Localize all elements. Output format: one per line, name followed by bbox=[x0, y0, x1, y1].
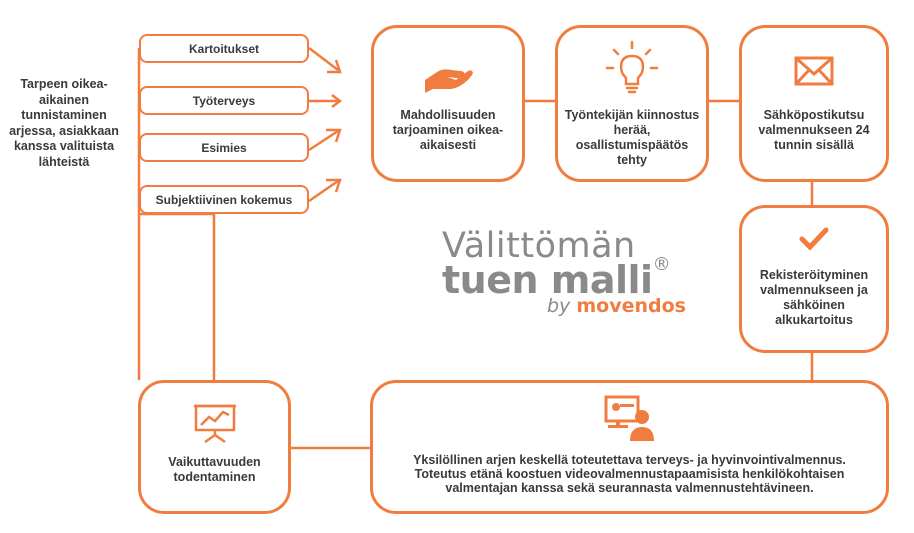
step-register-text: Rekisteröityminen valmennukseen ja sähkö… bbox=[759, 268, 869, 327]
logo-brand: movendos bbox=[576, 295, 686, 317]
source-esimies: Esimies bbox=[139, 133, 309, 162]
step-offer-text: Mahdollisuuden tarjoaminen oikea-aikaise… bbox=[392, 108, 504, 152]
step-interest-text: Työntekijän kiinnostus herää, osallistum… bbox=[564, 108, 700, 167]
step-verify-text: Vaikuttavuuden todentaminen bbox=[168, 455, 261, 484]
logo-title-line1: Välittömän bbox=[442, 226, 636, 266]
logo-by: by bbox=[547, 295, 571, 317]
chart-board-icon bbox=[141, 403, 288, 443]
step-verify-card: Vaikuttavuuden todentaminen bbox=[138, 380, 291, 514]
step-email-card: Sähköpostikutsu valmennukseen 24 tunnin … bbox=[739, 25, 889, 182]
presenter-icon bbox=[373, 395, 886, 443]
hand-icon bbox=[374, 60, 522, 94]
step-offer-card: Mahdollisuuden tarjoaminen oikea-aikaise… bbox=[371, 25, 525, 182]
step-email-text: Sähköpostikutsu valmennukseen 24 tunnin … bbox=[758, 108, 870, 152]
step-coaching-text: Yksilöllinen arjen keskellä toteutettava… bbox=[413, 453, 846, 495]
logo-title-text: tuen malli bbox=[442, 258, 653, 302]
source-tyoterveys: Työterveys bbox=[139, 86, 309, 115]
envelope-icon bbox=[742, 56, 886, 86]
source-kartoitukset: Kartoitukset bbox=[139, 34, 309, 63]
lightbulb-icon bbox=[558, 40, 706, 98]
need-identification-text: Tarpeen oikea-aikainen tunnistaminen arj… bbox=[9, 77, 119, 169]
arrows bbox=[308, 47, 343, 203]
step-register-card: Rekisteröityminen valmennukseen ja sähkö… bbox=[739, 205, 889, 353]
checkmark-icon bbox=[742, 226, 886, 252]
registered-mark: ® bbox=[652, 254, 671, 275]
step-coaching-card: Yksilöllinen arjen keskellä toteutettava… bbox=[370, 380, 889, 514]
logo-byline: by movendos bbox=[547, 295, 686, 317]
step-interest-card: Työntekijän kiinnostus herää, osallistum… bbox=[555, 25, 709, 182]
source-subjektiivinen: Subjektiivinen kokemus bbox=[139, 185, 309, 214]
logo-title-line2: tuen malli® bbox=[442, 254, 671, 302]
